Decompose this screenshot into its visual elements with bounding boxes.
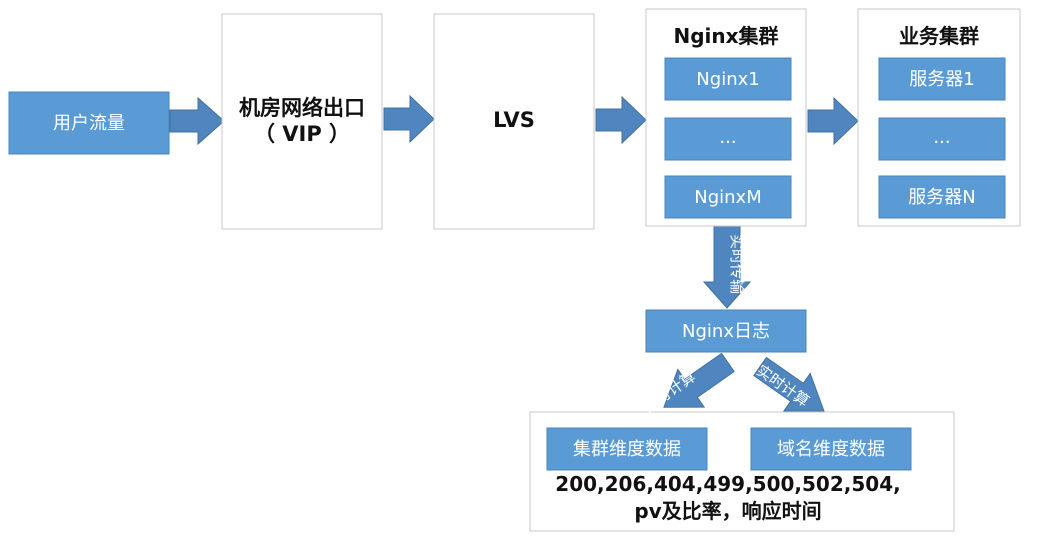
- nginx-cluster-title: Nginx集群: [673, 24, 778, 48]
- nginx-item-ellipsis-label: ...: [719, 127, 736, 148]
- datacenter-exit-title-line2: （ VIP ）: [254, 122, 350, 146]
- arrow-realtime-compute-left: [663, 352, 735, 408]
- user-traffic-box: [8, 91, 170, 155]
- result-text-line2: pv及比率，响应时间: [634, 499, 821, 523]
- arrow-lvs-to-nginx: [595, 95, 647, 145]
- service-item-1-label: 服务器1: [909, 69, 974, 90]
- arrow-exit-to-lvs: [383, 94, 435, 144]
- arrow-realtime-compute-right: [753, 356, 825, 412]
- cluster-dimension-box: [546, 427, 708, 471]
- nginx-item-1-label: Nginx1: [696, 69, 759, 90]
- nginx-item-1-box: [664, 57, 792, 101]
- service-item-ellipsis-box: [878, 117, 1006, 161]
- service-item-n-label: 服务器N: [908, 187, 975, 208]
- nginx-item-m-label: NginxM: [694, 187, 761, 208]
- service-item-1-box: [878, 57, 1006, 101]
- nginx-item-m-box: [664, 175, 792, 219]
- arrow-nginx-to-service: [807, 96, 859, 146]
- service-item-n-box: [878, 175, 1006, 219]
- arrow-user-to-exit: [169, 96, 225, 146]
- lvs-panel: [433, 13, 595, 230]
- nginx-item-ellipsis-box: [664, 117, 792, 161]
- user-traffic-label: 用户流量: [53, 113, 125, 134]
- arrow-realtime-transfer: [702, 225, 752, 309]
- nginx-logs-label: Nginx日志: [682, 321, 770, 342]
- realtime-transfer-label: 实时传输: [728, 234, 746, 294]
- datacenter-exit-title-line1: 机房网络出口: [239, 96, 365, 120]
- nginx-logs-box: [645, 309, 807, 353]
- lvs-title: LVS: [493, 108, 535, 132]
- result-text-line1: 200,206,404,499,500,502,504,: [555, 472, 900, 496]
- domain-dimension-label: 域名维度数据: [777, 439, 885, 460]
- service-cluster-title: 业务集群: [899, 24, 979, 48]
- datacenter-exit-panel: [221, 13, 383, 230]
- service-item-ellipsis-label: ...: [933, 127, 950, 148]
- domain-dimension-box: [750, 427, 912, 471]
- cluster-dimension-label: 集群维度数据: [573, 439, 681, 460]
